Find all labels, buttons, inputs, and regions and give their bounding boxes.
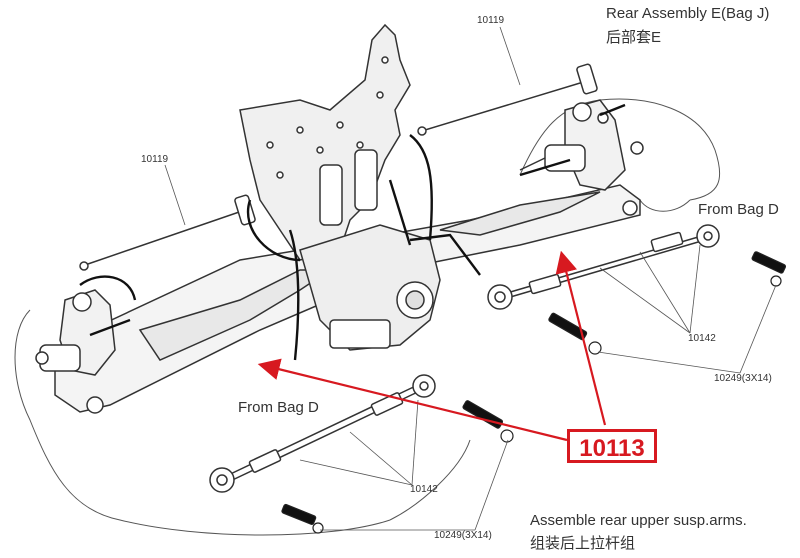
part-label-screw-right: 10249(3X14)	[714, 373, 772, 384]
part-label-shaft-left: 10119	[141, 154, 169, 165]
screws	[281, 251, 787, 534]
gearbox	[299, 224, 441, 351]
footer-caption-cn: 组装后上拉杆组	[530, 535, 636, 552]
from-bag-label-left: From Bag D	[238, 399, 319, 416]
right-upper-link	[487, 224, 720, 310]
routing-wires	[79, 103, 626, 361]
left-upper-link	[209, 374, 436, 493]
from-bag-label-right: From Bag D	[698, 201, 779, 218]
part-label-shaft-top: 10119	[477, 15, 505, 26]
assembly-title-cn: 后部套E	[606, 29, 662, 46]
chassis	[54, 184, 641, 414]
bag-outlines	[14, 98, 721, 536]
leader-lines	[164, 26, 777, 531]
part-number-callout: 10113	[567, 429, 657, 463]
callout-arrows	[257, 250, 607, 442]
left-hub-carrier	[35, 289, 116, 376]
part-label-screw-left: 10249(3X14)	[434, 530, 492, 541]
footer-caption: Assemble rear upper susp.arms.	[530, 512, 747, 529]
part-label-link-left: 10142	[410, 484, 438, 495]
assembly-title: Rear Assembly E(Bag J)	[606, 5, 770, 22]
rear-shock-tower	[239, 23, 411, 261]
right-hub-carrier	[519, 99, 644, 191]
part-label-link-right: 10142	[688, 333, 716, 344]
